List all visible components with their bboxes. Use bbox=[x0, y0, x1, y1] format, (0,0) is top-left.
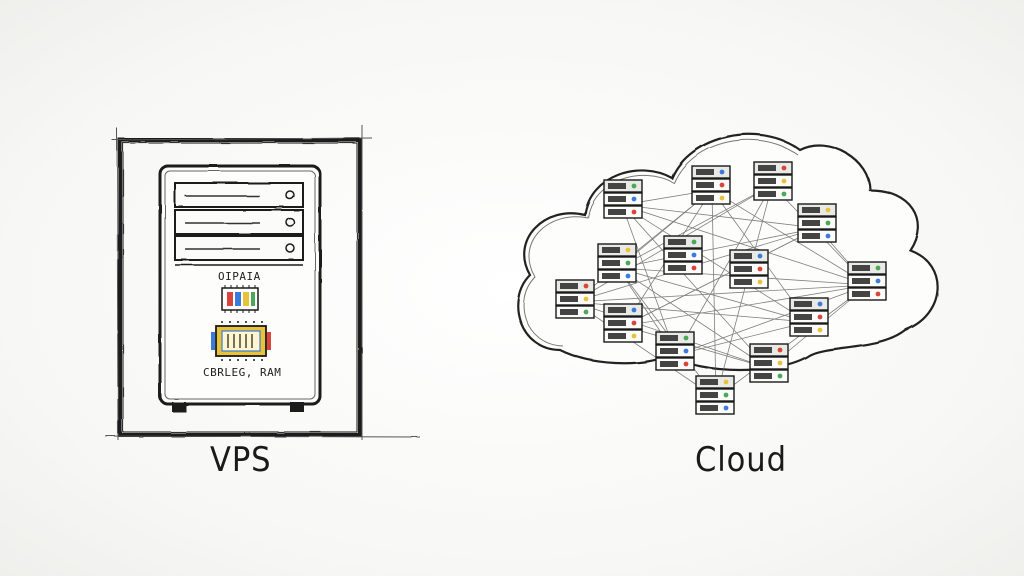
ram-chip-label: CBRLEG, RAM bbox=[203, 366, 282, 379]
server-stack-icon bbox=[847, 261, 887, 301]
vps-caption: VPS bbox=[210, 440, 272, 480]
server-stack-icon bbox=[753, 161, 793, 201]
cpu-chip-icon bbox=[221, 285, 259, 313]
server-stack-icon bbox=[691, 165, 731, 205]
ram-chip-icon bbox=[211, 321, 271, 361]
server-stack-icon bbox=[797, 203, 837, 243]
server-stack-icon bbox=[597, 243, 637, 283]
server-stack-icon bbox=[663, 235, 703, 275]
cpu-chip-label: OIPAIA bbox=[218, 270, 261, 283]
server-stack-icon bbox=[555, 279, 595, 319]
server-stack-icon bbox=[655, 331, 695, 371]
server-stack-icon bbox=[695, 375, 735, 415]
server-stack-icon bbox=[749, 343, 789, 383]
cloud-caption: Cloud bbox=[695, 440, 787, 480]
vps-frame bbox=[104, 125, 421, 441]
server-stack-icon bbox=[603, 303, 643, 343]
vps-server-tower-icon bbox=[158, 164, 322, 412]
server-stack-icon bbox=[603, 179, 643, 219]
server-stack-icon bbox=[729, 249, 769, 289]
server-stack-icon bbox=[789, 297, 829, 337]
cloud-server-nodes bbox=[555, 161, 887, 415]
